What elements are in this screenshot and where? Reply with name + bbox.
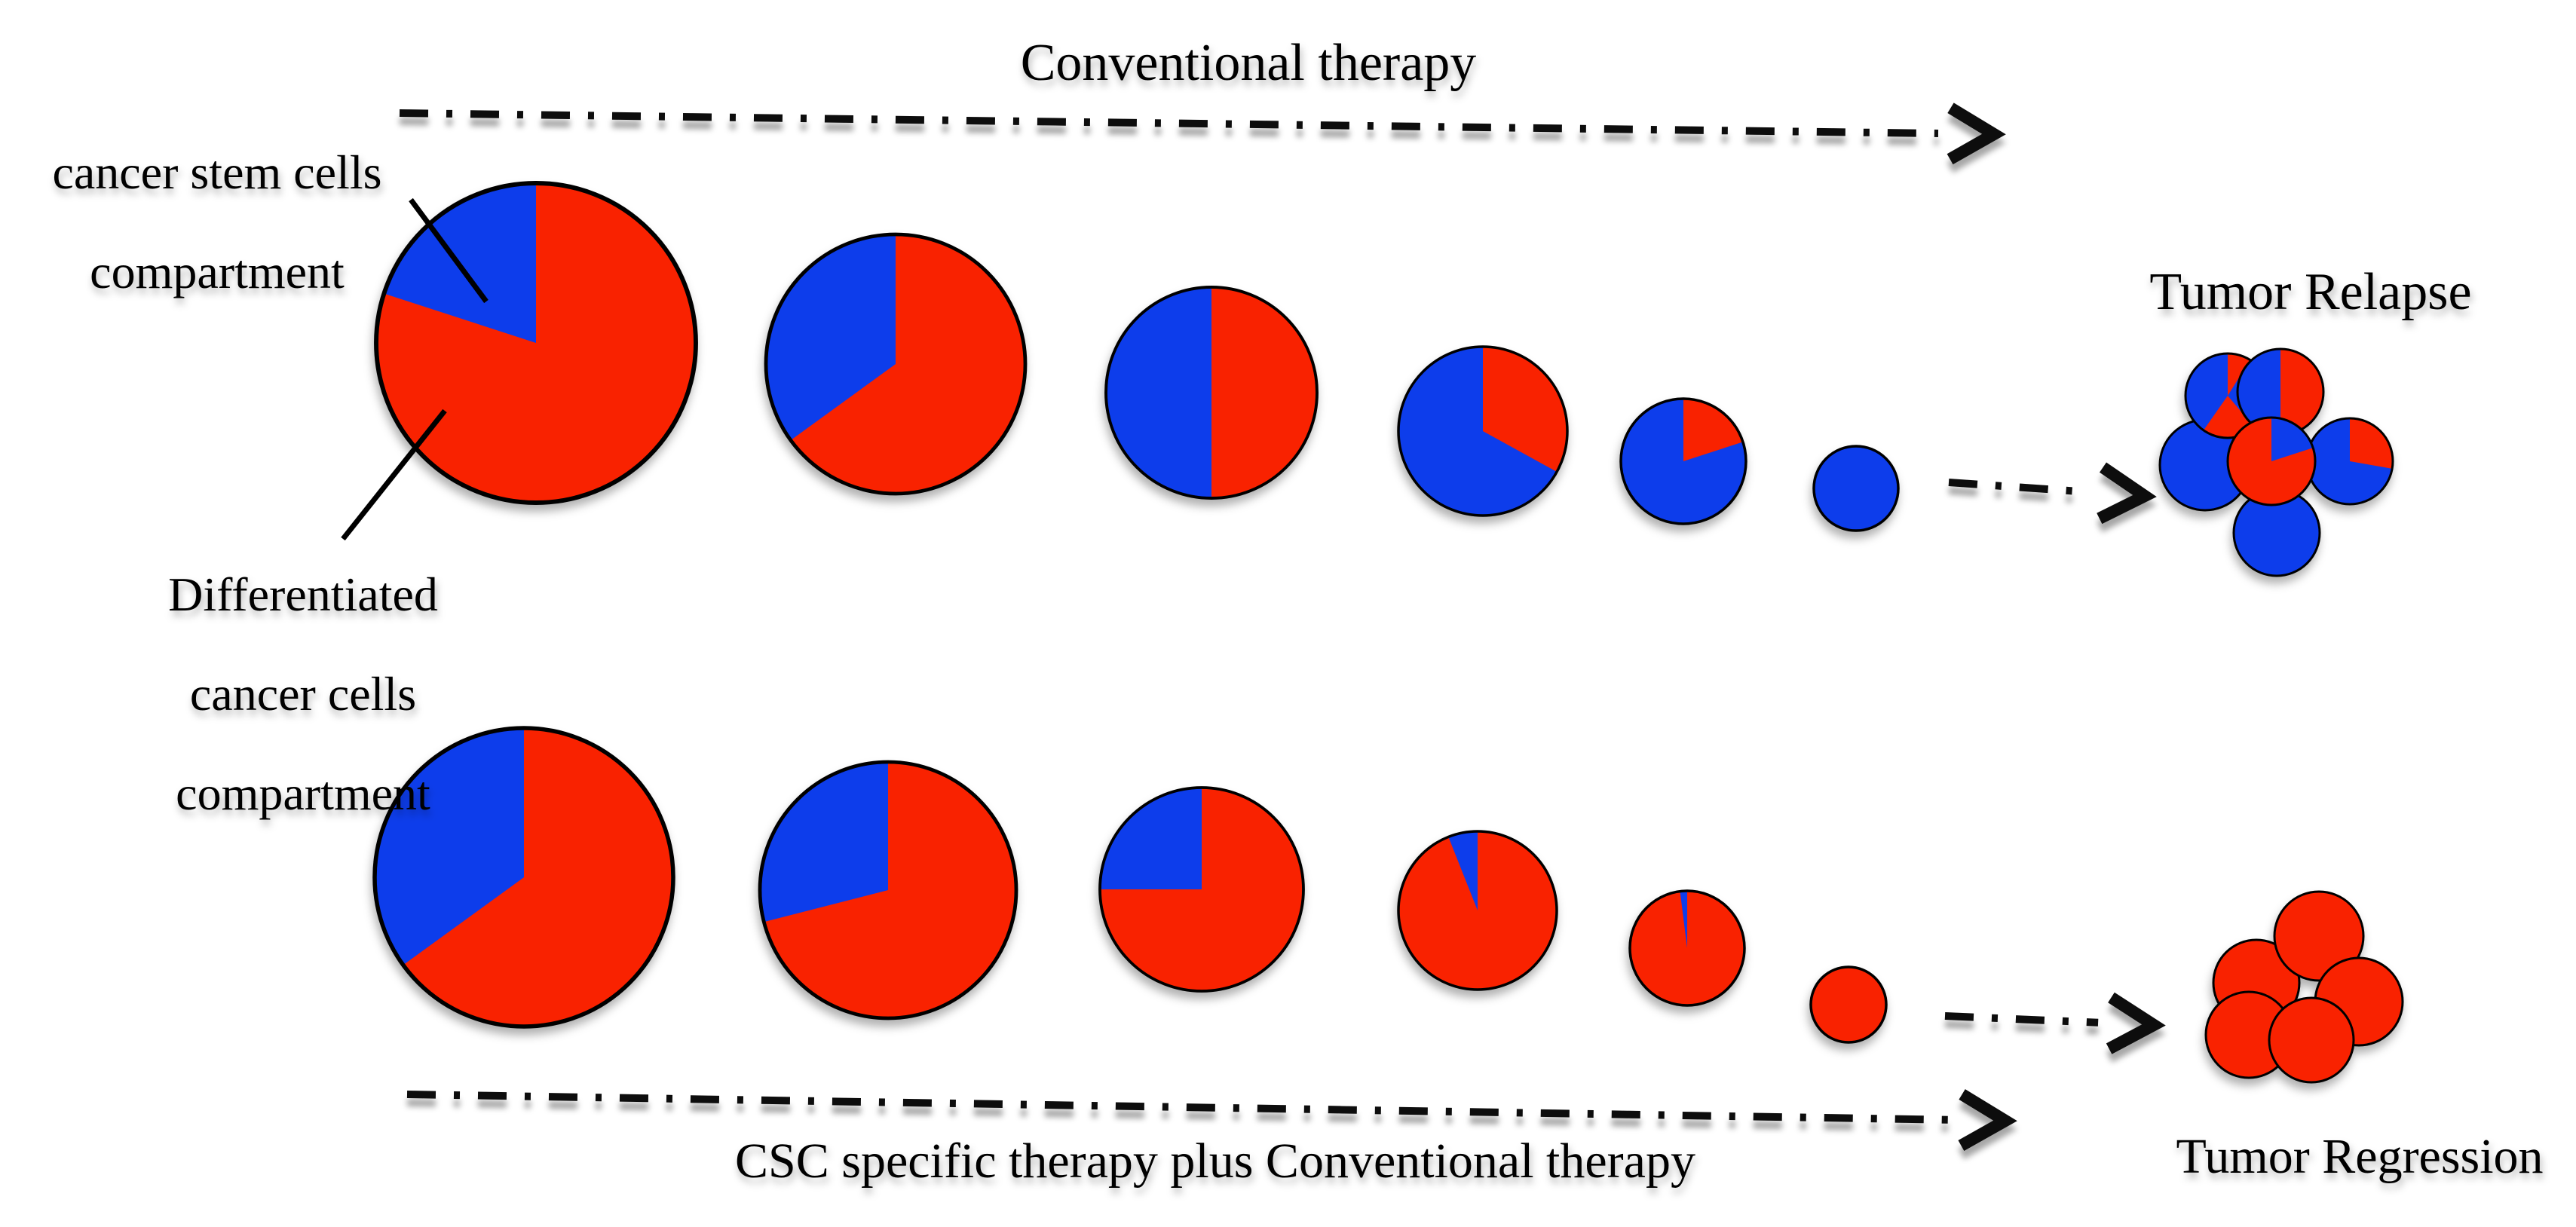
differentiated-label-line-1: Differentiated	[168, 568, 438, 621]
bottom-row-pie-2-outline	[758, 760, 1018, 1020]
regression-cell-2-body	[2274, 892, 2363, 981]
relapse-cell-2-red-wedge-0	[2228, 353, 2250, 396]
top-row-pie-2-csc-wedge	[765, 234, 896, 441]
tumor-regression-label: Tumor Regression	[2176, 1129, 2543, 1184]
bottom-row-pie-3	[1098, 786, 1305, 993]
bottom-row-pie-4	[1397, 830, 1558, 991]
differentiated-label-line-3: compartment	[176, 766, 430, 820]
differentiated-label-line-2: cancer cells	[190, 667, 416, 721]
bottom-row-pie-6-outline	[1809, 965, 1888, 1044]
relapse-cell-3-red-wedge-0	[2280, 349, 2323, 435]
regression-cell-5-body	[2269, 998, 2354, 1082]
regression-arrow	[1944, 992, 2166, 1054]
top-row-pie-3-csc-wedge	[1106, 287, 1211, 498]
top-row-pie-1-outline	[374, 181, 698, 505]
bottom-row-pie-6	[1809, 965, 1888, 1044]
csc-compartment-label-line-1: cancer stem cells	[52, 145, 381, 199]
bottom-row-pie-2	[758, 760, 1018, 1020]
bottom-row-pie-1-csc-wedge	[374, 728, 524, 965]
bottom-row-pie-6-body	[1811, 967, 1886, 1042]
top-row-pie-5	[1619, 397, 1747, 525]
differentiated-compartment-callout-line	[341, 408, 447, 541]
bottom-row-pie-5	[1628, 889, 1746, 1007]
relapse-cell-1-body	[2160, 420, 2250, 510]
top-row-pie-4	[1397, 345, 1569, 517]
relapse-cell-3	[2236, 347, 2325, 436]
top-row-pie-4-outline	[1397, 345, 1569, 517]
top-row-pie-1	[374, 181, 698, 505]
regression-arrow-head	[2106, 992, 2166, 1054]
conventional-therapy-arrow-head	[1947, 103, 2006, 165]
conventional-therapy-arrow	[399, 103, 2006, 165]
bottom-row-pie-3-csc-wedge	[1100, 788, 1202, 889]
tumor-relapse-label: Tumor Relapse	[2149, 263, 2471, 321]
relapse-cell-2-red-wedge-1	[2203, 396, 2255, 439]
relapse-arrow-head	[2097, 462, 2157, 525]
top-row-pie-2	[764, 232, 1028, 496]
csc-therapy-arrow-shaft	[406, 1091, 1950, 1124]
csc-therapy-arrow-head	[1958, 1089, 2017, 1151]
regression-cell-5	[2268, 996, 2355, 1084]
top-row-pie-5-outline	[1619, 397, 1747, 525]
top-row-pie-5-csc-wedge	[1620, 398, 1746, 524]
top-row-pie-4-csc-wedge	[1398, 347, 1558, 516]
conventional-therapy-arrow-shaft	[399, 109, 1939, 137]
top-row-pie-3-outline	[1104, 286, 1319, 500]
tumor-relapse-cluster	[2158, 347, 2394, 577]
csc-compartment-callout-line	[409, 197, 489, 304]
top-row-pie-6-body	[1814, 446, 1898, 531]
csc-compartment-label-line-2: compartment	[90, 245, 345, 298]
bottom-row-pie-3-outline	[1098, 786, 1305, 993]
bottom-row-pie-1-outline	[372, 726, 675, 1029]
regression-arrow-shaft	[1944, 1012, 2099, 1027]
top-row-pie-3	[1104, 286, 1319, 500]
bottom-row-pie-2-csc-wedge	[759, 762, 888, 923]
bottom-row-pie-1	[372, 726, 675, 1029]
top-row-pie-6	[1812, 445, 1900, 532]
bottom-row-pie-4-csc-wedge	[1448, 831, 1478, 910]
relapse-arrow-shaft	[1948, 479, 2090, 496]
regression-cell-4-body	[2206, 992, 2292, 1078]
bottom-row-pie-5-outline	[1628, 889, 1746, 1007]
regression-cell-5-outline	[2268, 996, 2355, 1084]
relapse-cell-6-outline	[2226, 416, 2317, 506]
top-row-pie-6-outline	[1812, 445, 1900, 532]
relapse-cell-4-body	[2234, 490, 2320, 576]
csc-therapy-arrow	[406, 1089, 2017, 1151]
conventional-therapy-title: Conventional therapy	[1021, 34, 1477, 92]
regression-cell-2-outline	[2273, 890, 2365, 982]
bottom-row-pie-5-csc-wedge	[1680, 891, 1687, 948]
tumor-regression-cluster	[2204, 890, 2404, 1084]
relapse-cell-5	[2305, 417, 2394, 506]
relapse-cell-6	[2226, 416, 2317, 506]
top-row-pie-2-outline	[764, 232, 1028, 496]
relapse-cell-6-red-wedge-0	[2228, 418, 2316, 506]
csc-therapy-title: CSC specific therapy plus Conventional t…	[735, 1134, 1695, 1189]
regression-cell-2	[2273, 890, 2365, 982]
bottom-row-pie-4-outline	[1397, 830, 1558, 991]
relapse-cell-5-red-wedge-0	[2350, 418, 2393, 469]
relapse-arrow	[1948, 462, 2157, 525]
